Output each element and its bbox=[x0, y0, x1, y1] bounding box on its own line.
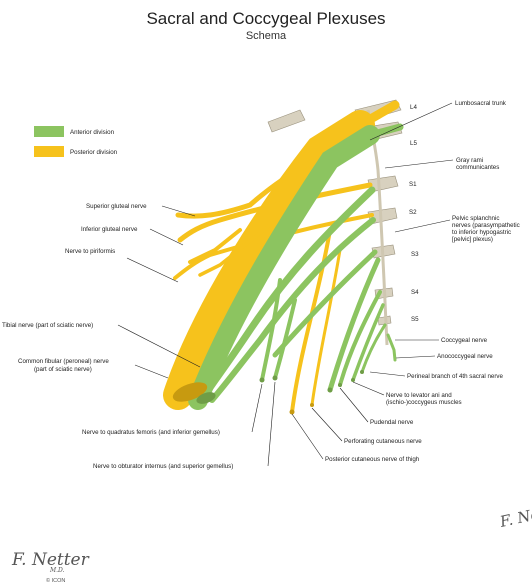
leader-pudendal bbox=[340, 388, 368, 422]
label-pelvic-4: [pelvic] plexus) bbox=[452, 236, 493, 243]
label-superior-gluteal: Superior gluteal nerve bbox=[86, 203, 147, 210]
legend-swatch-anterior bbox=[34, 126, 64, 137]
label-tibial: Tibial nerve (part of sciatic nerve) bbox=[2, 322, 93, 329]
legend-swatch-posterior bbox=[34, 146, 64, 157]
label-levator-2: (ischio-)coccygeus muscles bbox=[386, 399, 462, 406]
label-pelvic-2: nerves (parasympathetic bbox=[452, 222, 520, 229]
label-pudendal: Pudendal nerve bbox=[370, 419, 414, 426]
root-label-l5: L5 bbox=[410, 140, 417, 147]
root-label-s4: S4 bbox=[411, 289, 419, 296]
label-obturator: Nerve to obturator internus (and superio… bbox=[93, 463, 233, 470]
signature-suffix: M.D. bbox=[49, 567, 65, 574]
root-label-s1: S1 bbox=[409, 181, 417, 188]
artist-signature: F. Netter M.D. © ICON F. Netter bbox=[11, 499, 532, 584]
leader-quadratus bbox=[252, 384, 262, 432]
label-gray-rami-2: communicantes bbox=[456, 164, 499, 171]
signature-name-right: F. Netter bbox=[497, 499, 532, 531]
leader-levator bbox=[353, 382, 384, 395]
leader-gray-rami bbox=[385, 160, 453, 168]
label-pelvic-3: to inferior hypogastric bbox=[452, 229, 511, 236]
label-inferior-gluteal: Inferior gluteal nerve bbox=[81, 226, 138, 233]
label-pelvic-1: Pelvic splanchnic bbox=[452, 215, 499, 222]
label-perforating: Perforating cutaneous nerve bbox=[344, 438, 422, 445]
label-posterior-cutaneous: Posterior cutaneous nerve of thigh bbox=[325, 456, 420, 463]
leader-pelvic-splanchnic bbox=[395, 220, 450, 232]
label-fibular-2: (part of sciatic nerve) bbox=[34, 366, 92, 373]
leader-anococcygeal bbox=[396, 356, 435, 358]
label-quadratus: Nerve to quadratus femoris (and inferior… bbox=[82, 429, 220, 436]
leader-posterior-cutaneous bbox=[292, 414, 323, 459]
label-piriformis: Nerve to piriformis bbox=[65, 248, 115, 255]
leader-inferior-gluteal bbox=[150, 229, 183, 245]
legend-label-anterior: Anterior division bbox=[70, 129, 115, 136]
leader-fibular bbox=[135, 365, 168, 378]
leader-perforating bbox=[312, 408, 342, 441]
label-lumbosacral-trunk: Lumbosacral trunk bbox=[455, 100, 507, 107]
label-perineal-branch: Perineal branch of 4th sacral nerve bbox=[407, 373, 504, 380]
root-label-l4: L4 bbox=[410, 104, 417, 111]
root-label-s3: S3 bbox=[411, 251, 419, 258]
leader-obturator bbox=[268, 382, 275, 466]
root-label-s2: S2 bbox=[409, 209, 417, 216]
label-levator-1: Nerve to levator ani and bbox=[386, 392, 452, 399]
label-anococcygeal: Anococcygeal nerve bbox=[437, 353, 493, 360]
legend-label-posterior: Posterior division bbox=[70, 149, 118, 156]
leader-piriformis bbox=[127, 258, 178, 282]
label-gray-rami-1: Gray rami bbox=[456, 157, 483, 164]
label-fibular-1: Common fibular (peroneal) nerve bbox=[18, 358, 109, 365]
label-coccygeal: Coccygeal nerve bbox=[441, 337, 488, 344]
signature-mark: © ICON bbox=[46, 577, 65, 584]
root-label-s5: S5 bbox=[411, 316, 419, 323]
leader-perineal-branch bbox=[370, 372, 405, 376]
